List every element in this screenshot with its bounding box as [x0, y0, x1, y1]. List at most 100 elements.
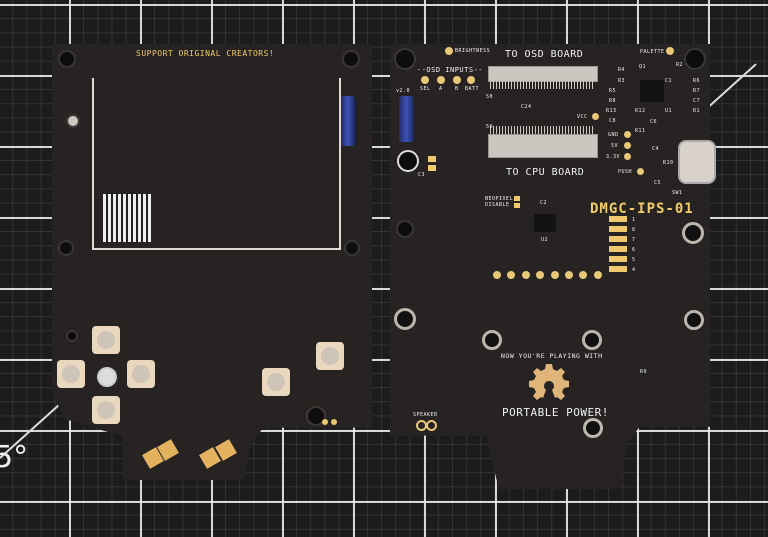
ic-chip-u2 — [534, 214, 556, 232]
pad-a — [493, 271, 501, 279]
numbered-pad — [609, 266, 627, 272]
d-pad-center — [97, 367, 117, 387]
capacitor — [341, 96, 355, 146]
pad-down — [579, 271, 587, 279]
mounting-hole — [583, 418, 603, 438]
pad-left — [551, 271, 559, 279]
u2-label: U2 — [541, 237, 549, 243]
neopixel-disable-label: NEOPIXEL DISABLE — [485, 196, 514, 208]
b-button[interactable] — [262, 368, 290, 396]
c1-label: C1 — [665, 78, 673, 84]
osd-b-label: B — [455, 86, 459, 92]
capacitor-footprint — [397, 150, 419, 172]
r10-label: R10 — [663, 160, 674, 166]
gnd-pad — [624, 131, 631, 138]
c5-label: C5 — [654, 180, 662, 186]
numbered-pad — [609, 256, 627, 262]
hole — [66, 330, 78, 342]
pin-50-label: 50 — [486, 124, 494, 130]
mounting-hole — [482, 330, 502, 350]
brightness-pad — [445, 47, 453, 55]
c3-label: C3 — [418, 172, 426, 178]
connector-pins — [490, 126, 594, 134]
pad-number: 4 — [632, 267, 636, 273]
push-pad — [637, 168, 644, 175]
a-button[interactable] — [316, 342, 344, 370]
c6-label: C6 — [650, 119, 658, 125]
3v3-label: 3.3V — [606, 154, 621, 160]
to-osd-board-label: TO OSD BOARD — [505, 49, 584, 60]
d-pad-down-button[interactable] — [92, 396, 120, 424]
pad-number: 8 — [632, 227, 636, 233]
pad-select — [536, 271, 544, 279]
5v-label: 5V — [611, 143, 619, 149]
mounting-hole — [342, 50, 360, 68]
r4-label: R4 — [618, 67, 626, 73]
pad-number: 7 — [632, 237, 636, 243]
mounting-hole — [58, 240, 74, 256]
osd-b-pad — [453, 76, 461, 84]
r12-label: R12 — [635, 108, 646, 114]
c2-label: C2 — [540, 200, 548, 206]
mounting-hole — [684, 48, 706, 70]
r6-label: R6 — [693, 78, 701, 84]
r7-label: R7 — [693, 88, 701, 94]
gnd-label: GND — [608, 132, 619, 138]
pin-50-label: 50 — [486, 94, 494, 100]
r13-label: R13 — [606, 108, 617, 114]
version-label: v2.0 — [396, 88, 411, 94]
c4-label: C4 — [652, 146, 660, 152]
cpu-fpc-connector — [488, 134, 598, 158]
osd-inputs-label: --OSD INPUTS-- — [417, 66, 484, 74]
pad-number: 6 — [632, 247, 636, 253]
osd-sel-label: SEL — [420, 86, 431, 92]
pad-up — [565, 271, 573, 279]
mounting-hole — [58, 50, 76, 68]
c24-label: C24 — [521, 104, 532, 110]
right-pcb — [390, 44, 710, 489]
r3-label: R3 — [618, 78, 626, 84]
r9-label: R9 — [640, 369, 648, 375]
neopixel-pad — [514, 203, 520, 208]
r2-label: R2 — [676, 62, 684, 68]
mounting-hole — [396, 220, 414, 238]
palette-switch[interactable] — [678, 140, 716, 184]
pad-b — [507, 271, 515, 279]
q1-label: Q1 — [639, 64, 647, 70]
pad — [428, 156, 436, 162]
d-pad-left-button[interactable] — [57, 360, 85, 388]
palette-pad — [666, 47, 674, 55]
push-label: PUSH — [618, 169, 633, 175]
connector-pins — [490, 81, 594, 89]
r1-label: R1 — [693, 108, 701, 114]
pad-right — [594, 271, 602, 279]
mounting-hole — [394, 308, 416, 330]
support-text: SUPPORT ORIGINAL CREATORS! — [136, 49, 275, 58]
sw1-label: SW1 — [672, 190, 683, 196]
mounting-hole — [344, 240, 360, 256]
hole — [306, 406, 326, 426]
d-pad-right-button[interactable] — [127, 360, 155, 388]
numbered-pad — [609, 216, 627, 222]
numbered-pad — [609, 236, 627, 242]
osd-a-pad — [437, 76, 445, 84]
c7-label: C7 — [693, 98, 701, 104]
speaker-label: SPEAKER — [413, 412, 438, 418]
portable-power-text: PORTABLE POWER! — [502, 406, 609, 419]
screen-outline — [92, 78, 341, 250]
vcc-label: VCC — [577, 114, 588, 120]
d-pad-up-button[interactable] — [92, 326, 120, 354]
pad-number: 1 — [632, 217, 636, 223]
speaker-pad — [426, 420, 437, 431]
mounting-hole — [682, 222, 704, 244]
board-name: DMGC-IPS-01 — [590, 201, 694, 217]
mounting-hole — [394, 48, 416, 70]
pad — [428, 165, 436, 171]
neopixel-pad — [514, 196, 520, 201]
r8-label: R8 — [609, 98, 617, 104]
3v3-pad — [624, 153, 631, 160]
qr-code — [103, 194, 151, 242]
osd-batt-label: BATT — [465, 86, 480, 92]
pad-start — [522, 271, 530, 279]
speaker-pad — [331, 419, 337, 425]
